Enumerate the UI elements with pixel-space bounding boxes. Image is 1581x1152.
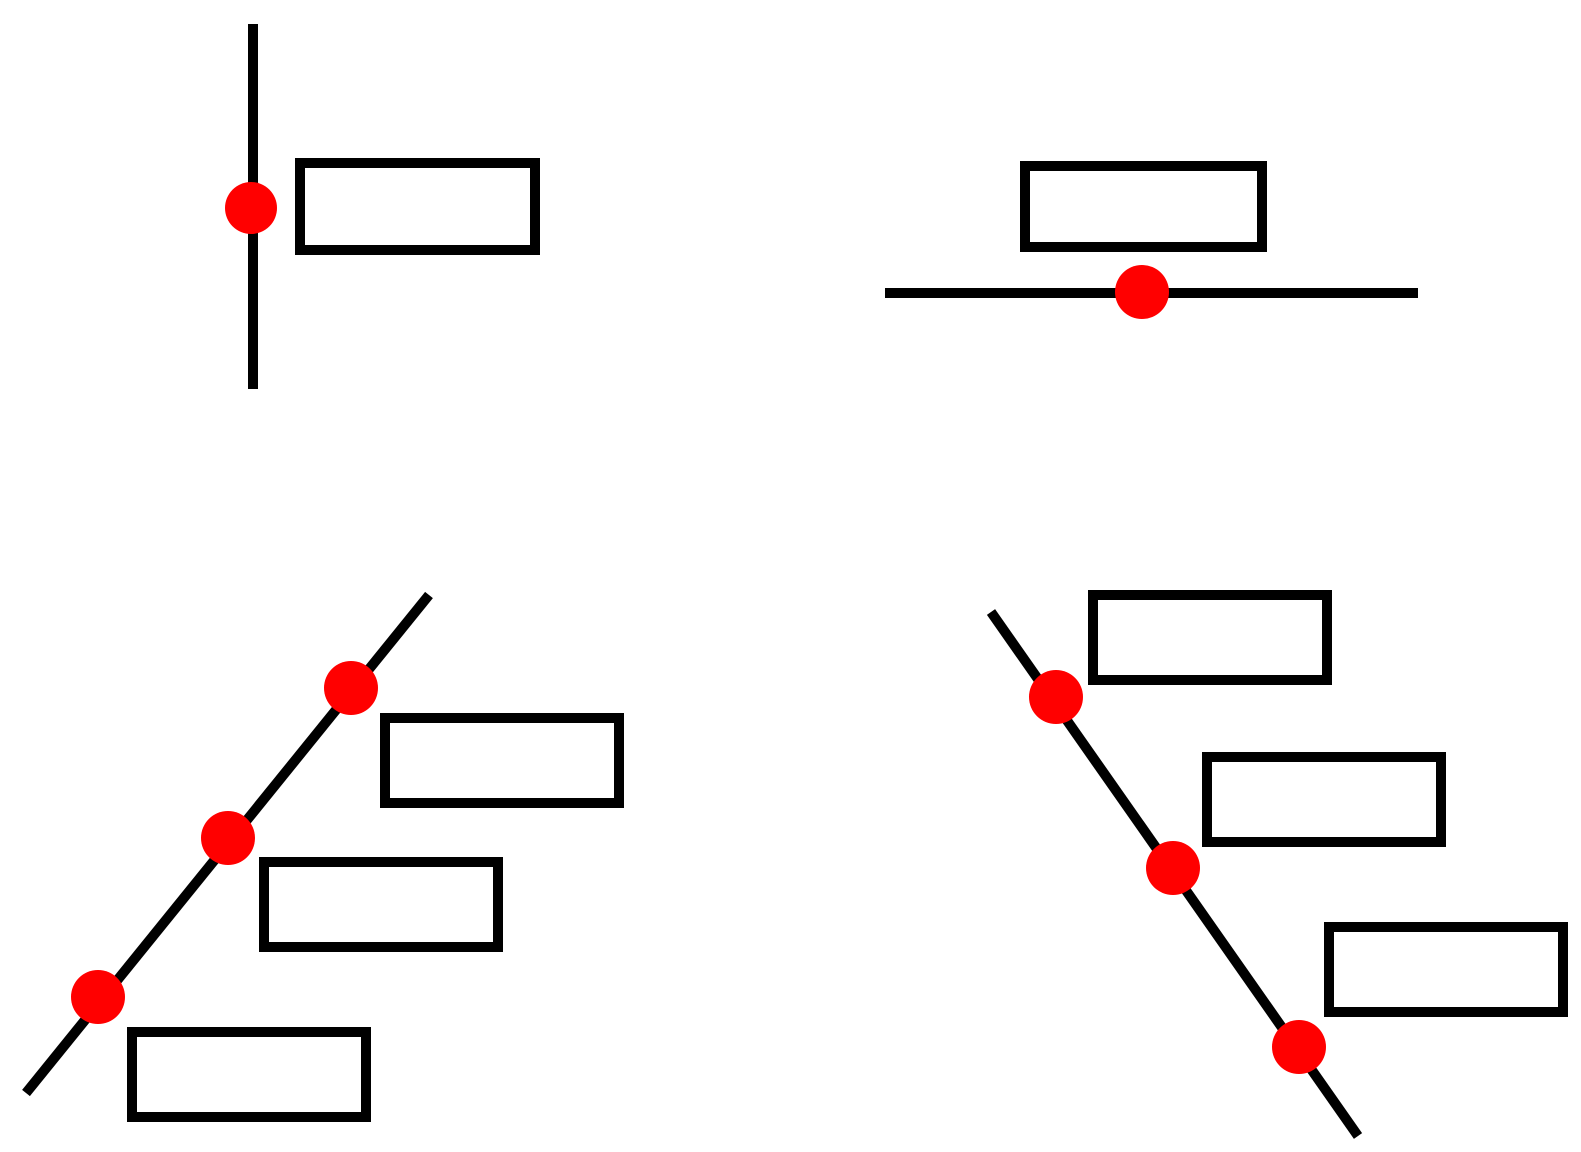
label-box	[1020, 161, 1267, 252]
label-box	[1202, 752, 1446, 847]
anchor-point	[324, 661, 378, 715]
panel-descending-diagonal-line	[986, 590, 1568, 1139]
label-box	[259, 857, 503, 952]
anchor-point	[1029, 670, 1083, 724]
anchor-point	[201, 811, 255, 865]
label-box	[1088, 590, 1332, 685]
label-box	[127, 1027, 371, 1122]
panel-horizontal-line	[885, 161, 1418, 319]
anchor-point	[1146, 841, 1200, 895]
panel-vertical-line	[225, 24, 540, 389]
panel-ascending-diagonal-line	[22, 591, 624, 1122]
anchor-point	[1272, 1020, 1326, 1074]
label-box	[295, 158, 540, 255]
label-box	[1324, 922, 1568, 1017]
anchor-point	[1115, 265, 1169, 319]
anchor-point	[71, 970, 125, 1024]
label-box	[380, 713, 624, 808]
anchor-point	[225, 182, 277, 234]
